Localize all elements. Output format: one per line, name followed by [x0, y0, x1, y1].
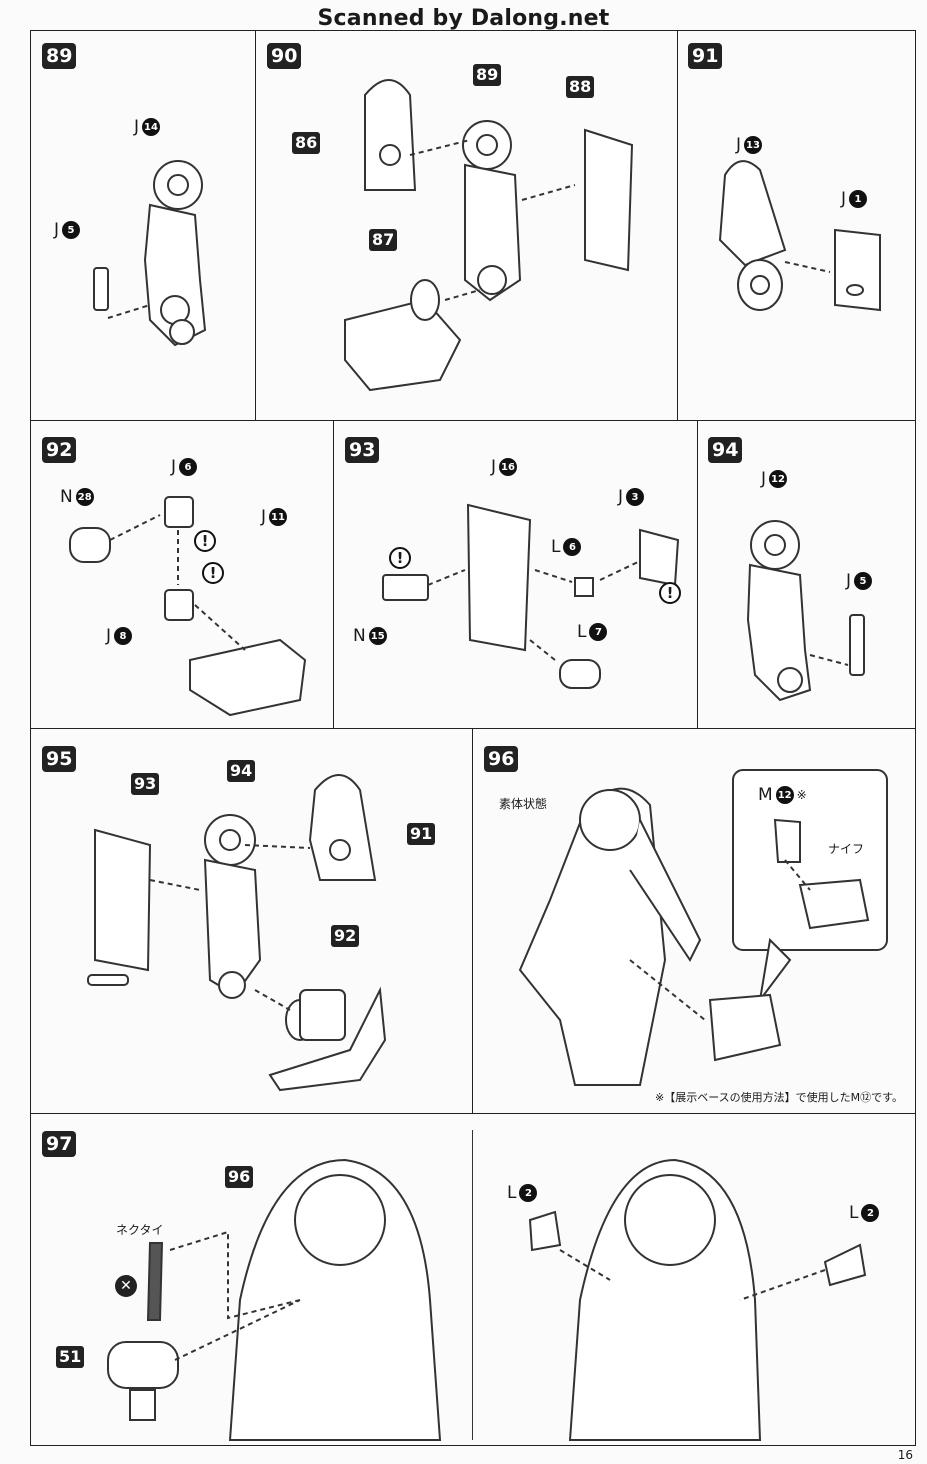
caution-icon: !	[202, 562, 224, 584]
caution-icon: !	[194, 530, 216, 552]
reference-mark: ※	[796, 788, 807, 802]
step-90-panel	[255, 30, 678, 421]
part-number-circle: 14	[142, 118, 161, 136]
part-number-circle: 6	[179, 458, 198, 476]
step-ref-88: 88	[566, 76, 595, 98]
runner-letter: J	[54, 220, 60, 240]
step-97-panel	[30, 1113, 916, 1446]
step-97-divider	[472, 1130, 473, 1440]
runner-letter: J	[261, 507, 267, 527]
footnote: ※【展示ベースの使用方法】で使用したM⑫です。	[655, 1091, 904, 1104]
step-ref-91: 91	[407, 823, 436, 845]
step-ref-94: 94	[227, 760, 256, 782]
necktie-label: ネクタイ	[116, 1223, 164, 1237]
runner-letter: L	[849, 1203, 859, 1223]
step-number-95: 95	[42, 746, 77, 772]
runner-letter: J	[841, 189, 847, 209]
step-ref-87: 87	[369, 229, 398, 251]
step-number-90: 90	[267, 43, 302, 69]
scan-credit-header: Scanned by Dalong.net	[317, 6, 610, 31]
runner-letter: L	[551, 537, 561, 557]
part-number-circle: 5	[62, 221, 81, 239]
step-ref-93: 93	[131, 773, 160, 795]
not-used-icon: ✕	[115, 1275, 137, 1297]
runner-letter: N	[60, 487, 73, 507]
step-number-96: 96	[484, 746, 519, 772]
part-number-circle: 16	[499, 458, 518, 476]
step-ref-96: 96	[225, 1166, 254, 1188]
knife-label: ナイフ	[828, 842, 865, 856]
part-number-circle: 11	[269, 508, 288, 526]
step-number-91: 91	[688, 43, 723, 69]
step-91-panel	[677, 30, 916, 421]
step-ref-89: 89	[473, 64, 502, 86]
part-number-circle: 13	[744, 136, 763, 154]
runner-letter: J	[618, 487, 624, 507]
part-number-circle: 7	[589, 623, 608, 641]
part-number-circle: 12	[775, 786, 794, 804]
runner-letter: N	[353, 626, 366, 646]
runner-letter: J	[491, 457, 497, 477]
step-number-89: 89	[42, 43, 77, 69]
step-ref-51: 51	[56, 1346, 85, 1368]
step-95-panel	[30, 728, 473, 1114]
part-number-circle: 2	[519, 1184, 538, 1202]
step-ref-92: 92	[331, 925, 360, 947]
part-number-circle: 6	[563, 538, 582, 556]
runner-letter: L	[577, 622, 587, 642]
runner-letter: L	[507, 1183, 517, 1203]
runner-letter: J	[736, 135, 742, 155]
step-number-92: 92	[42, 437, 77, 463]
runner-letter: J	[171, 457, 177, 477]
runner-letter: J	[134, 117, 140, 137]
part-number-circle: 15	[368, 627, 387, 645]
part-number-circle: 3	[626, 488, 645, 506]
part-number-circle: 1	[849, 190, 868, 208]
step-number-97: 97	[42, 1131, 77, 1157]
step-94-panel	[697, 420, 916, 729]
step-ref-86: 86	[292, 132, 321, 154]
runner-letter: M	[758, 785, 773, 805]
part-number-circle: 5	[854, 572, 873, 590]
part-number-circle: 2	[861, 1204, 880, 1222]
part-number-circle: 8	[114, 627, 133, 645]
step-number-93: 93	[345, 437, 380, 463]
caution-icon: !	[389, 547, 411, 569]
part-number-circle: 28	[75, 488, 94, 506]
body-state-label: 素体状態	[499, 797, 548, 811]
step-96-panel	[472, 728, 916, 1114]
step-number-94: 94	[708, 437, 743, 463]
runner-letter: J	[761, 469, 767, 489]
part-number-circle: 12	[769, 470, 788, 488]
page-number: 16	[897, 1448, 913, 1462]
runner-letter: J	[106, 626, 112, 646]
runner-letter: J	[846, 571, 852, 591]
caution-icon: !	[659, 582, 681, 604]
